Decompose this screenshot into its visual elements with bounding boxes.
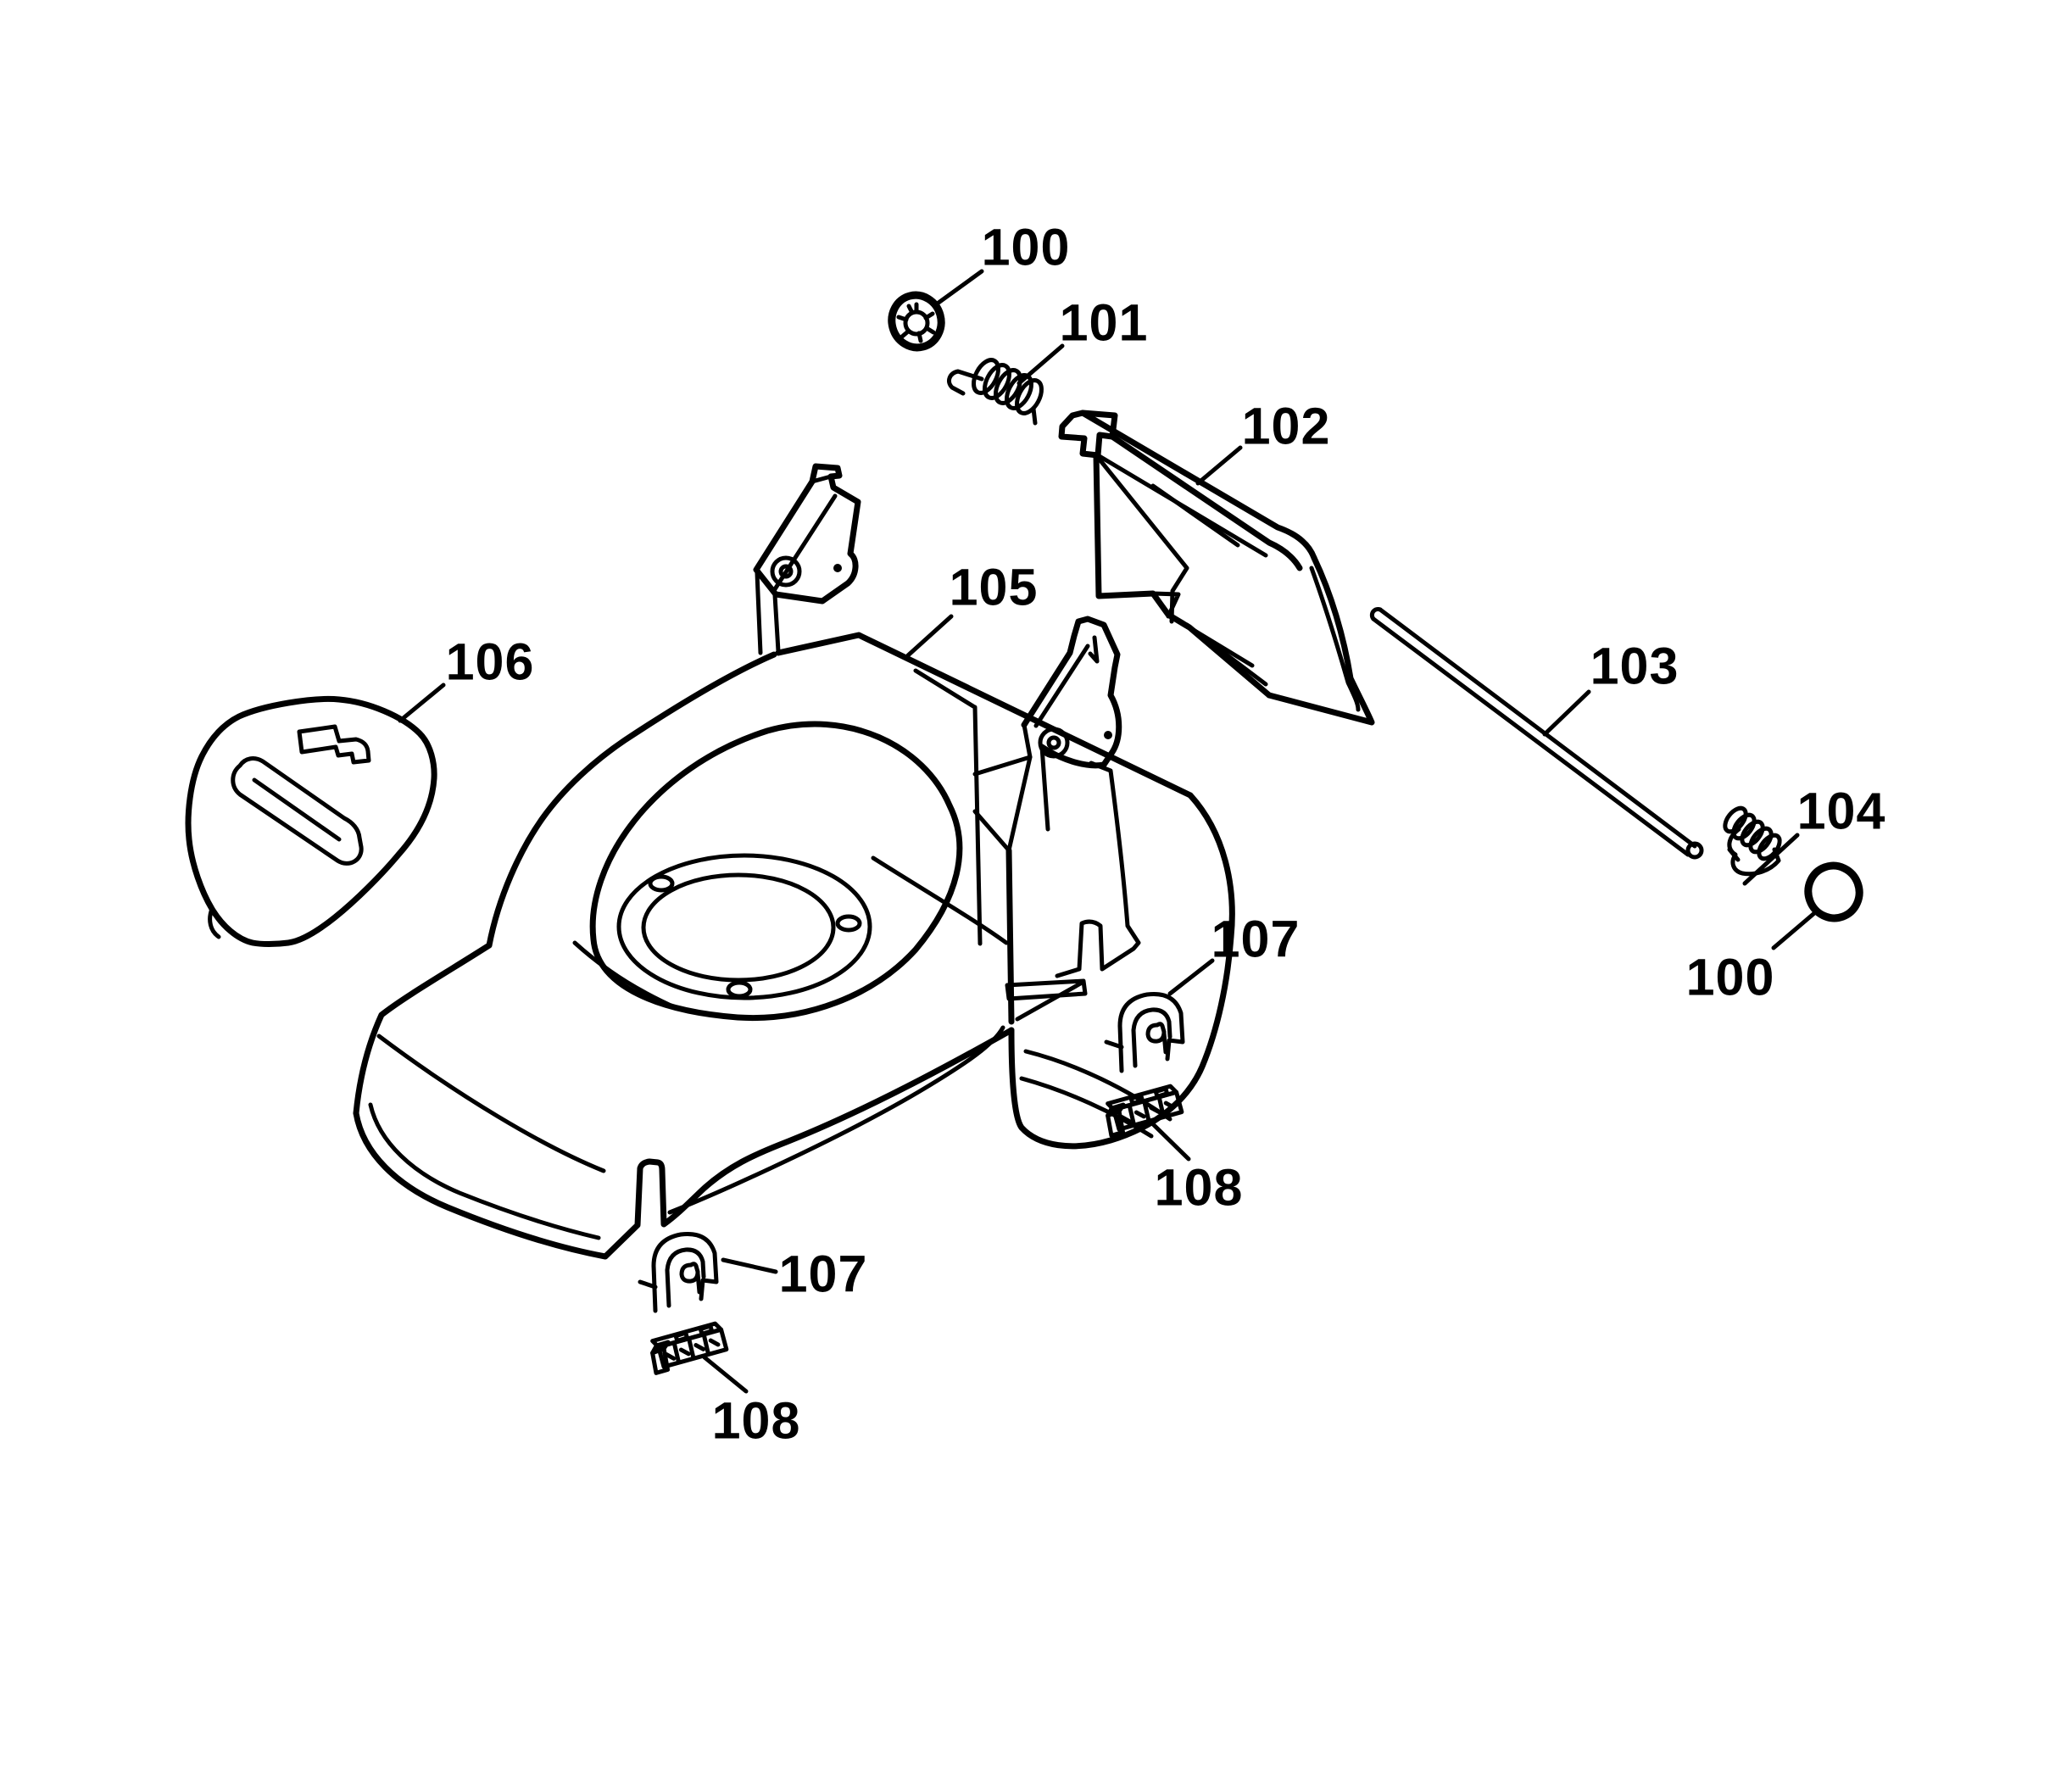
part-104-spring-clip bbox=[1723, 805, 1782, 877]
leader-101 bbox=[1017, 343, 1065, 386]
leader-107-right bbox=[1167, 958, 1215, 996]
callout-104: 104 bbox=[1796, 782, 1886, 840]
part-103-rod bbox=[1369, 607, 1704, 860]
leader-102 bbox=[1195, 445, 1243, 486]
callout-101: 101 bbox=[1059, 293, 1149, 352]
part-101-torsion-spring bbox=[947, 358, 1044, 426]
deck-left-handle-bracket bbox=[753, 463, 861, 655]
part-102-deflector bbox=[1058, 410, 1375, 726]
callout-107-right: 107 bbox=[1211, 910, 1301, 968]
callout-108-right: 108 bbox=[1154, 1158, 1244, 1217]
part-100-plug bbox=[1804, 861, 1863, 922]
callout-100-top: 100 bbox=[981, 218, 1071, 276]
leader-106 bbox=[398, 683, 446, 723]
leader-108-bottom bbox=[702, 1355, 749, 1394]
callout-105: 105 bbox=[949, 558, 1039, 616]
part-105-deck-housing bbox=[353, 463, 1235, 1260]
callout-100-bottom: 100 bbox=[1685, 948, 1775, 1006]
callout-102: 102 bbox=[1241, 397, 1331, 455]
deck-right-handle-bracket bbox=[1021, 616, 1122, 769]
leader-108-right bbox=[1148, 1119, 1191, 1162]
part-107-clip-right bbox=[1106, 994, 1183, 1071]
leader-105 bbox=[905, 614, 954, 658]
part-106-cover bbox=[185, 696, 437, 947]
part-100-star-washer bbox=[888, 291, 945, 352]
part-107-clip-bottom bbox=[640, 1234, 716, 1311]
leader-107-bottom bbox=[721, 1257, 778, 1274]
leader-104 bbox=[1742, 833, 1800, 886]
callout-106: 106 bbox=[445, 632, 535, 691]
leader-100-bottom bbox=[1771, 911, 1816, 950]
leader-100-top bbox=[936, 269, 984, 305]
callout-108-bottom: 108 bbox=[711, 1391, 801, 1450]
callout-103: 103 bbox=[1590, 637, 1679, 695]
leader-103 bbox=[1542, 689, 1591, 737]
callout-107-bottom: 107 bbox=[778, 1245, 868, 1303]
